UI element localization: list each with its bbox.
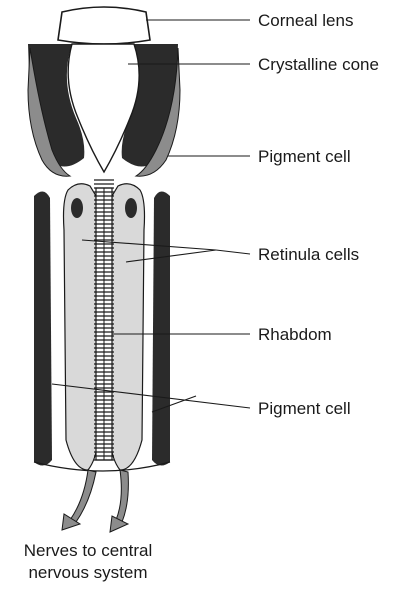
label-retinula-cells: Retinula cells: [258, 245, 359, 264]
corneal-lens-shape: [58, 7, 150, 44]
rhabdom-column: [94, 180, 114, 460]
label-rhabdom: Rhabdom: [258, 325, 332, 344]
lower-pigment-left-dark: [34, 191, 52, 465]
nerve-fiber-left: [70, 470, 96, 522]
retinula-nucleus-right: [125, 198, 137, 218]
label-corneal-lens: Corneal lens: [258, 11, 353, 30]
nerve-fiber-right: [116, 470, 128, 522]
retinula-cell-right: [110, 184, 145, 470]
lower-pigment-right-dark: [152, 191, 170, 465]
label-pigment-cell-upper: Pigment cell: [258, 147, 351, 166]
label-pigment-cell-lower: Pigment cell: [258, 399, 351, 418]
leader-retinula-main: [216, 250, 250, 254]
label-crystalline-cone: Crystalline cone: [258, 55, 379, 74]
caption-line-2: nervous system: [28, 563, 147, 582]
retinula-nucleus-left: [71, 198, 83, 218]
retinula-cell-left: [64, 184, 99, 470]
ommatidium-base-outline: [34, 462, 170, 471]
caption-line-1: Nerves to central: [24, 541, 153, 560]
